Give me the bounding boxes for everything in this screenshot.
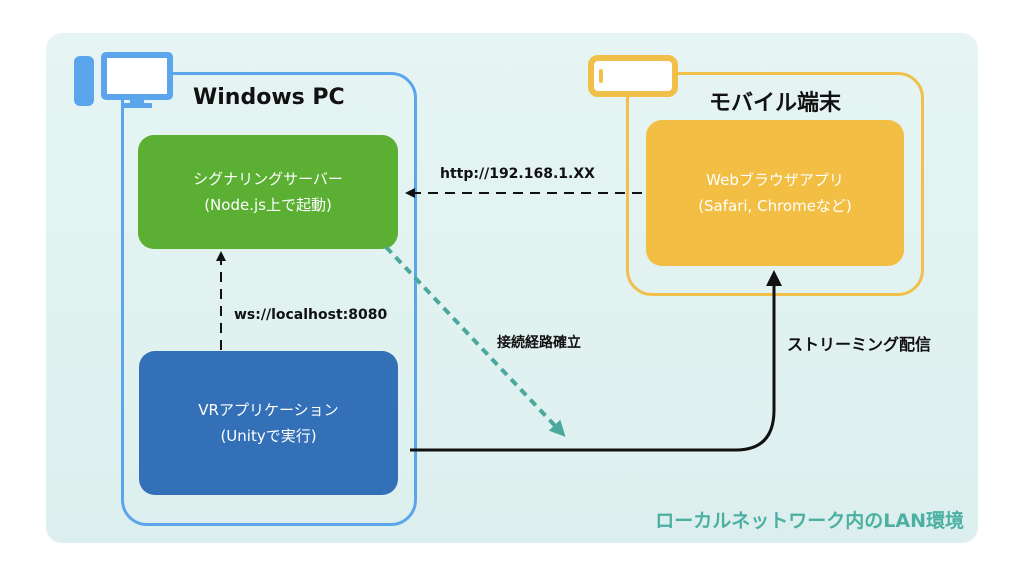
windows-pc-title: Windows PC <box>193 85 345 110</box>
web-app-note: (Safari, Chromeなど) <box>698 197 852 215</box>
windows-pc-frame <box>121 72 417 526</box>
vr-application-name: VRアプリケーション <box>198 401 339 419</box>
route-label: 接続経路確立 <box>497 335 581 351</box>
smartphone-icon <box>588 55 678 97</box>
web-browser-app-box: Webブラウザアプリ (Safari, Chromeなど) <box>646 120 904 266</box>
http-label: http://192.168.1.XX <box>440 166 595 182</box>
signaling-server-name: シグナリングサーバー <box>193 170 343 188</box>
signaling-server-box: シグナリングサーバー (Node.js上で起動) <box>138 135 398 249</box>
mobile-title: モバイル端末 <box>709 91 842 116</box>
monitor-icon <box>74 52 173 108</box>
ws-label: ws://localhost:8080 <box>234 307 388 323</box>
web-app-name: Webブラウザアプリ <box>706 171 844 189</box>
vr-application-note: (Unityで実行) <box>220 427 317 445</box>
signaling-server-note: (Node.js上で起動) <box>204 196 332 214</box>
vr-application-box: VRアプリケーション (Unityで実行) <box>139 351 398 495</box>
streaming-arrow <box>410 270 782 452</box>
route-arrow <box>384 245 566 437</box>
streaming-label: ストリーミング配信 <box>787 335 932 354</box>
lan-environment-label: ローカルネットワーク内のLAN環境 <box>655 510 964 532</box>
